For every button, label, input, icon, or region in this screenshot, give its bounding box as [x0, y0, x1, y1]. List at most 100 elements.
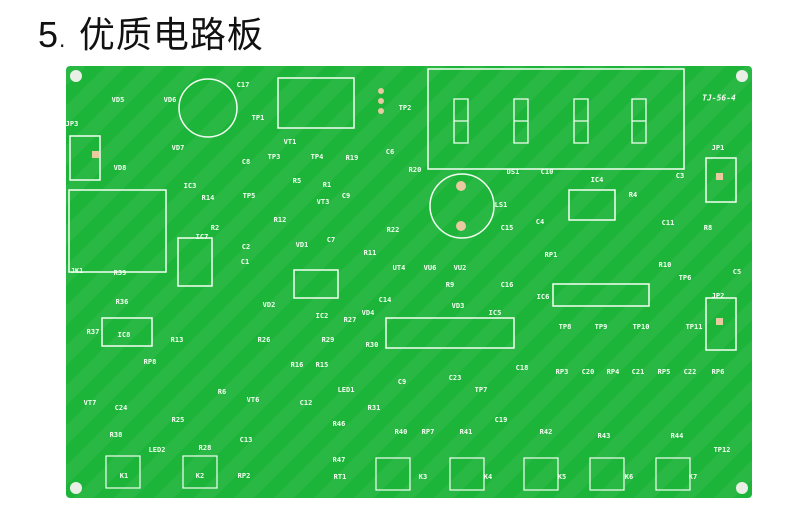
relay-outline	[68, 189, 167, 273]
silkscreen-label-rp8: RP8	[143, 358, 157, 366]
silkscreen-label-k7: K7	[688, 473, 698, 481]
silkscreen-label-c17: C17	[236, 81, 250, 89]
silkscreen-label-r16: R16	[290, 361, 304, 369]
silkscreen-label-c3: C3	[675, 172, 685, 180]
silkscreen-label-r4: R4	[628, 191, 638, 199]
silkscreen-label-tp3: TP3	[267, 153, 281, 161]
silkscreen-label-c18: C18	[515, 364, 529, 372]
silkscreen-label-r15: R15	[315, 361, 329, 369]
pads	[92, 88, 723, 325]
silkscreen-label-r41: R41	[459, 428, 473, 436]
silkscreen-label-r1: R1	[322, 181, 332, 189]
silkscreen-label-vd7: VD7	[171, 144, 185, 152]
silkscreen-label-ut4: UT4	[392, 264, 406, 272]
silkscreen-label-r27: R27	[343, 316, 357, 324]
silkscreen-label-jp3: JP3	[66, 120, 79, 128]
silkscreen-label-k3: K3	[418, 473, 428, 481]
silkscreen-label-vt7: VT7	[83, 399, 97, 407]
silkscreen-label-c9: C9	[341, 192, 351, 200]
silkscreen-label-r47: R47	[332, 456, 346, 464]
silkscreen-label-c1: C1	[240, 258, 250, 266]
silkscreen-label-c23: C23	[448, 374, 462, 382]
silkscreen-label-c12: C12	[299, 399, 313, 407]
silkscreen-label-r44: R44	[670, 432, 684, 440]
silkscreen-label-vt6: VT6	[246, 396, 260, 404]
silkscreen-label-led1: LED1	[337, 386, 355, 394]
silkscreen-label-c5: C5	[732, 268, 742, 276]
silkscreen-label-r30: R30	[365, 341, 379, 349]
silkscreen-label-r37: R37	[86, 328, 100, 336]
silkscreen-label-c22: C22	[683, 368, 697, 376]
buzzer-c17	[178, 78, 238, 138]
silkscreen-label-r12: R12	[273, 216, 287, 224]
silkscreen-label-vd2: VD2	[262, 301, 276, 309]
silkscreen-label-rp1: RP1	[544, 251, 558, 259]
mounting-holes	[70, 70, 748, 494]
silkscreen-label-c11: C11	[661, 219, 675, 227]
silkscreen-label-tp2: TP2	[398, 104, 412, 112]
silkscreen-label-tp1: TP1	[251, 114, 265, 122]
buzzer-ls1	[429, 173, 495, 239]
silkscreen-label-ic4: IC4	[590, 176, 604, 184]
silkscreen-label-rp2: RP2	[237, 472, 251, 480]
silkscreen-label-r22: R22	[386, 226, 400, 234]
display-outline	[427, 68, 685, 170]
silkscreen-label-c8: C8	[241, 158, 251, 166]
silkscreen-label-jp2: JP2	[711, 292, 725, 300]
silkscreen-label-tp12: TP12	[713, 446, 731, 454]
silkscreen-label-r14: R14	[201, 194, 215, 202]
silkscreen-label-r26: R26	[257, 336, 271, 344]
silkscreen-label-c4: C4	[535, 218, 545, 226]
silkscreen-label-tp11: TP11	[685, 323, 703, 331]
seven-segment-digits	[453, 98, 647, 144]
tactile-switches	[105, 455, 691, 491]
silkscreen-label-ic8: IC8	[117, 331, 131, 339]
silkscreen-label-vt1: VT1	[283, 138, 297, 146]
silkscreen-label-c15: C15	[500, 224, 514, 232]
silkscreen-label-r31: R31	[367, 404, 381, 412]
silkscreen-label-vd3: VD3	[451, 302, 465, 310]
silkscreen-label-c7: C7	[326, 236, 336, 244]
silkscreen-label-tp4: TP4	[310, 153, 324, 161]
silkscreen-label-rp4: RP4	[606, 368, 620, 376]
silkscreen-label-c16: C16	[500, 281, 514, 289]
silkscreen-label-rp3: RP3	[555, 368, 569, 376]
silkscreen-label-r29: R29	[321, 336, 335, 344]
silkscreen-label-tp6: TP6	[678, 274, 692, 282]
silkscreen-label-r5: R5	[292, 177, 302, 185]
silkscreen-label-c9: C9	[397, 378, 407, 386]
silkscreen-label-r9: R9	[445, 281, 455, 289]
silkscreen-label-r2: R2	[210, 224, 220, 232]
silkscreen-label-r25: R25	[171, 416, 185, 424]
silkscreen-label-k4: K4	[483, 473, 493, 481]
silkscreen-label-r42: R42	[539, 428, 553, 436]
silkscreen-label-rp7: RP7	[421, 428, 435, 436]
silkscreen-label-r13: R13	[170, 336, 184, 344]
silkscreen-label-jp1: JP1	[711, 144, 725, 152]
silkscreen-label-tp9: TP9	[594, 323, 608, 331]
silkscreen-label-c24: C24	[114, 404, 128, 412]
silkscreen-label-r46: R46	[332, 420, 346, 428]
section-dot: .	[59, 28, 67, 52]
silkscreen-label-vd5: VD5	[111, 96, 125, 104]
silkscreen-label-ds1: DS1	[506, 168, 520, 176]
silkscreen-label-r28: R28	[198, 444, 212, 452]
silkscreen-label-ic3: IC3	[183, 182, 197, 190]
silkscreen-label-r38: R38	[109, 431, 123, 439]
silkscreen-label-k6: K6	[624, 473, 634, 481]
silkscreen-label-rp5: RP5	[657, 368, 671, 376]
silkscreen-label-r40: R40	[394, 428, 408, 436]
silkscreen-label-r36: R36	[115, 298, 129, 306]
silkscreen-label-jk1: JK1	[70, 267, 84, 275]
silkscreen-label-vd6: VD6	[163, 96, 177, 104]
silkscreen-label-r43: R43	[597, 432, 611, 440]
display-model-label: TJ-56-4	[702, 93, 736, 103]
silkscreen-label-tp10: TP10	[632, 323, 650, 331]
silkscreen-label-r8: R8	[703, 224, 713, 232]
silkscreen-label-rp6: RP6	[711, 368, 725, 376]
silkscreen-label-c14: C14	[378, 296, 392, 304]
silkscreen-label-ic6: IC6	[536, 293, 550, 301]
silkscreen-label-k5: K5	[557, 473, 567, 481]
silkscreen-label-vd1: VD1	[295, 241, 309, 249]
